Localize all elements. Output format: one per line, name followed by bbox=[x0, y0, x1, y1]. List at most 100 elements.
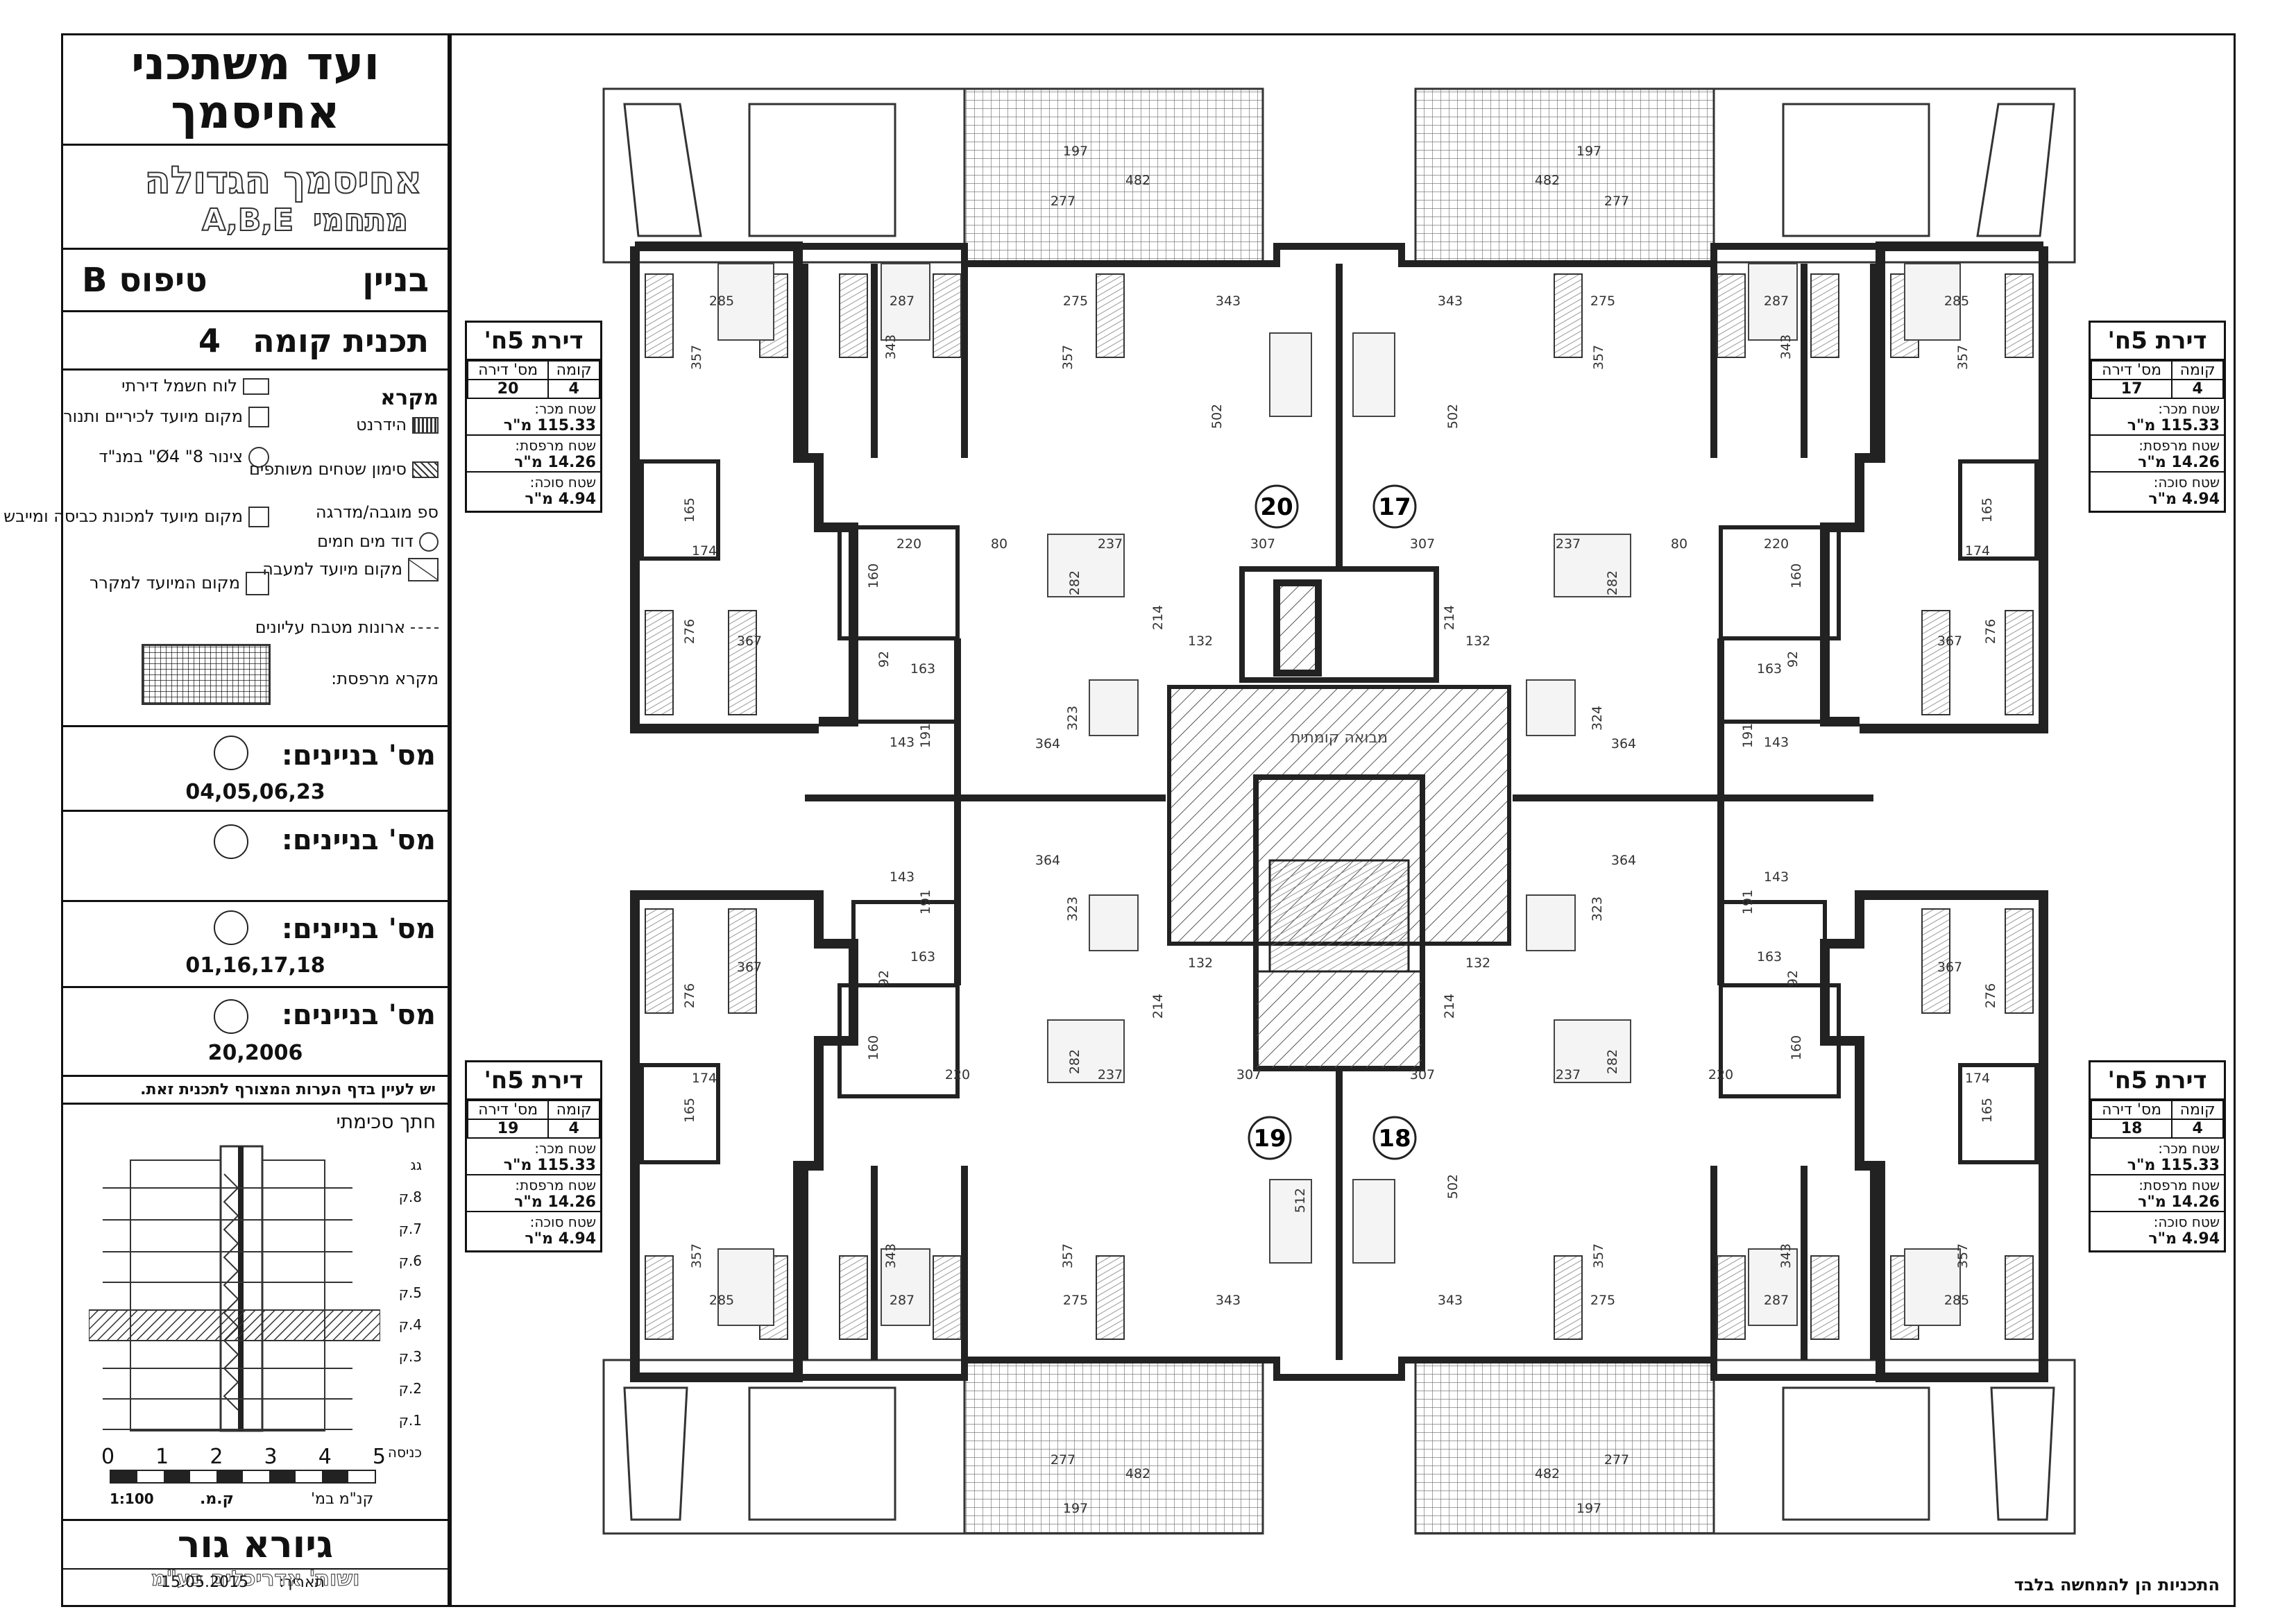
floor-value: 4 bbox=[547, 1119, 600, 1139]
balcony-value: 14.26 מ"ר bbox=[467, 454, 600, 473]
dim-357: 357 bbox=[689, 345, 704, 370]
legend-item-label: מקום מיועד למכונת כביסה ומייבש bbox=[3, 507, 243, 526]
balcony-label: שטח מרפסת: bbox=[515, 437, 596, 454]
stove-icon bbox=[248, 407, 269, 427]
dim-214: 214 bbox=[1150, 605, 1166, 630]
dim-364: 364 bbox=[1611, 853, 1636, 868]
building-set-1: מס' בניינים: 04,05,06,23 bbox=[61, 727, 450, 812]
legend-item-pipe: צינור 8" Ø4" במנ"ד bbox=[99, 447, 269, 468]
floor-label: 8.ק bbox=[398, 1189, 422, 1205]
floor-header: קומה bbox=[547, 360, 600, 380]
dim-237: 237 bbox=[1556, 1067, 1581, 1082]
dim-92: 92 bbox=[876, 970, 892, 987]
dim-160: 160 bbox=[1789, 1035, 1804, 1060]
floor-label: 1.ק bbox=[398, 1412, 422, 1429]
area-value: 115.33 מ"ר bbox=[2091, 417, 2224, 436]
building-type-section: בניין טיפוס B bbox=[61, 250, 450, 312]
dim-191: 191 bbox=[1740, 890, 1755, 915]
dim-502: 502 bbox=[1209, 404, 1225, 429]
building-set-numbers: 20,2006 bbox=[207, 1041, 303, 1065]
dim-482: 482 bbox=[1125, 173, 1150, 188]
title-block-frame bbox=[61, 33, 450, 1607]
dim-502: 502 bbox=[1445, 1174, 1461, 1199]
area-label: שטח מכר: bbox=[534, 1140, 596, 1157]
legend-item-panel: לוח חשמל דירתי bbox=[121, 376, 269, 396]
floor-plan: 285 287 275 343 343 275 287 285 285 287 … bbox=[602, 87, 2076, 1535]
sukkah-label: שטח סוכה: bbox=[2153, 474, 2220, 491]
balcony-legend-label: מקרא מרפסת: bbox=[331, 669, 439, 688]
dim-364: 364 bbox=[1611, 736, 1636, 751]
dim-277: 277 bbox=[1604, 194, 1629, 209]
compass-icon bbox=[214, 824, 248, 859]
dim-285: 285 bbox=[709, 294, 734, 309]
compass-icon bbox=[214, 910, 248, 945]
building-label: בניין bbox=[362, 261, 429, 300]
dim-512: 512 bbox=[1293, 1188, 1308, 1213]
floor-header: קומה bbox=[2171, 1100, 2224, 1120]
dim-357: 357 bbox=[1591, 1243, 1606, 1268]
dim-174: 174 bbox=[692, 1071, 717, 1086]
dim-275: 275 bbox=[1063, 1293, 1088, 1308]
dim-276: 276 bbox=[1983, 983, 1998, 1008]
scale-tick: 5 bbox=[372, 1445, 386, 1469]
dim-191: 191 bbox=[918, 723, 933, 748]
dim-285: 285 bbox=[709, 1293, 734, 1308]
floor-label: 5.ק bbox=[398, 1284, 422, 1301]
dim-287: 287 bbox=[1764, 294, 1789, 309]
apt-title: דירת 5ח' bbox=[2091, 1062, 2224, 1100]
unit-markers: 20 17 19 18 bbox=[1248, 484, 1417, 1160]
dim-214: 214 bbox=[1150, 994, 1166, 1019]
shared-area-icon bbox=[412, 461, 439, 478]
dim-307: 307 bbox=[1236, 1067, 1261, 1082]
floor-label: 2.ק bbox=[398, 1380, 422, 1397]
architect-firm: ושות' אדריכלים בע"מ bbox=[151, 1567, 360, 1592]
building-set-label: מס' בניינים: bbox=[281, 824, 436, 856]
area-value: 115.33 מ"ר bbox=[467, 417, 600, 436]
zones-prefix: מתחמי bbox=[312, 202, 409, 239]
dim-143: 143 bbox=[1764, 869, 1789, 885]
floor-label: 4.ק bbox=[398, 1316, 422, 1333]
legend-item-label: הידרנט bbox=[356, 415, 407, 434]
dim-502: 502 bbox=[1445, 404, 1461, 429]
apt-title: דירת 5ח' bbox=[2091, 323, 2224, 360]
area-value: 115.33 מ"ר bbox=[2091, 1157, 2224, 1175]
dim-282: 282 bbox=[1605, 570, 1620, 595]
dim-343: 343 bbox=[1778, 1243, 1794, 1268]
dim-357: 357 bbox=[689, 1243, 704, 1268]
legend-item-step: ספ מוגבה/מדרגה bbox=[316, 502, 439, 522]
scale-tick: 3 bbox=[264, 1445, 278, 1469]
plan-label: תכנית קומה bbox=[253, 322, 429, 359]
legend-item-hydrant: הידרנט bbox=[356, 415, 439, 434]
plan-label-section: תכנית קומה 4 bbox=[61, 312, 450, 371]
dim-367: 367 bbox=[737, 960, 762, 975]
dim-282: 282 bbox=[1605, 1049, 1620, 1074]
dim-132: 132 bbox=[1188, 955, 1213, 971]
legend-item-condenser: מקום מיועד למעבה bbox=[262, 558, 439, 581]
dim-482: 482 bbox=[1535, 1466, 1560, 1481]
dim-237: 237 bbox=[1556, 536, 1581, 552]
floor-label: כניסה bbox=[387, 1444, 422, 1461]
pipe-icon bbox=[248, 447, 269, 468]
date-label: תאריך: bbox=[279, 1574, 325, 1591]
panel-icon bbox=[243, 378, 269, 395]
top-balconies bbox=[602, 87, 2076, 264]
building-set-2: מס' בניינים: bbox=[61, 812, 450, 902]
unit-number-20: 20 bbox=[1260, 493, 1293, 521]
dim-282: 282 bbox=[1067, 570, 1082, 595]
project-zones: מתחמי A,B,E bbox=[201, 202, 409, 239]
num-value: 17 bbox=[2090, 379, 2173, 399]
dim-165: 165 bbox=[682, 1098, 697, 1123]
dim-276: 276 bbox=[682, 983, 697, 1008]
legend-section: מקרא לוח חשמל דירתי הידרנט מקום מיועד לכ… bbox=[3, 371, 450, 727]
dim-214: 214 bbox=[1442, 994, 1457, 1019]
dim-357: 357 bbox=[1060, 1243, 1075, 1268]
num-value: 19 bbox=[466, 1119, 550, 1139]
dim-163: 163 bbox=[1757, 949, 1782, 965]
floor-value: 4 bbox=[2171, 379, 2224, 399]
dim-160: 160 bbox=[866, 1035, 881, 1060]
dim-357: 357 bbox=[1591, 345, 1606, 370]
dim-165: 165 bbox=[1980, 1098, 1995, 1123]
dim-277: 277 bbox=[1051, 1452, 1075, 1468]
